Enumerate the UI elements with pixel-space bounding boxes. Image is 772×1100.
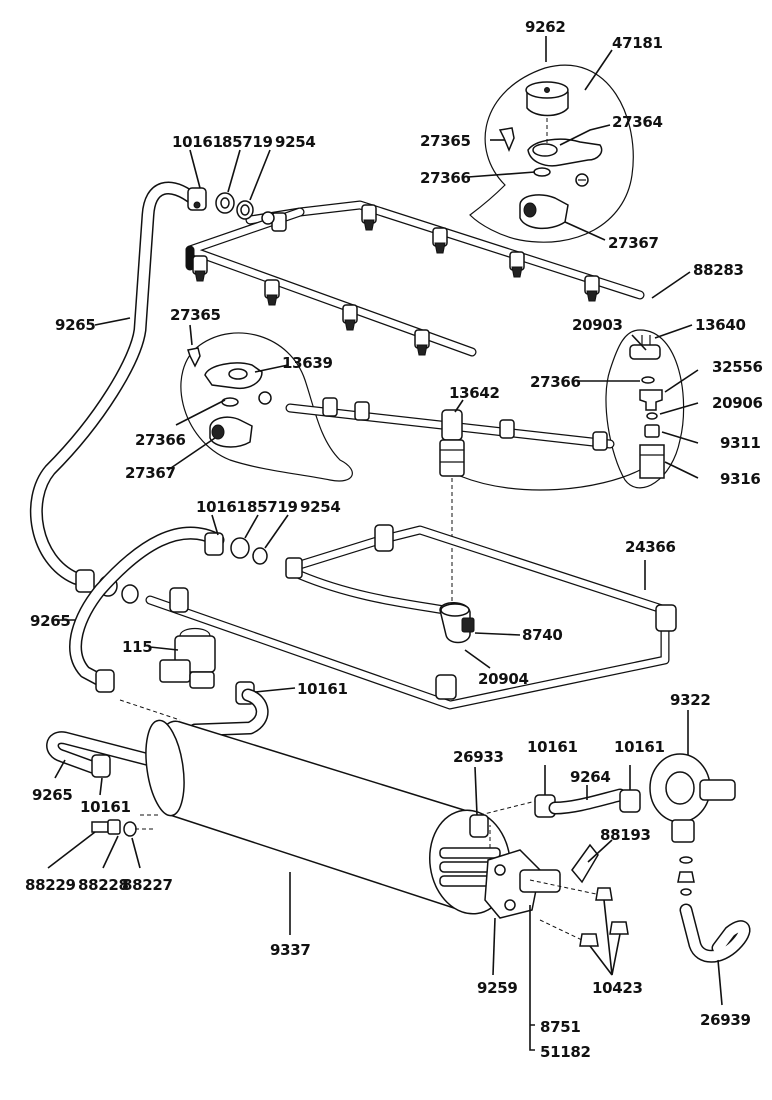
label-10161-f: 10161	[80, 798, 131, 816]
fitting-9316	[639, 444, 665, 479]
leader-lines	[47, 36, 723, 1051]
label-88227: 88227	[122, 876, 173, 894]
label-8751: 8751	[540, 1018, 581, 1036]
label-27366-right: 27366	[530, 373, 581, 391]
boiler-tank-9337	[145, 719, 561, 919]
label-10423: 10423	[592, 979, 643, 997]
detail-balloon-right	[605, 329, 685, 489]
label-10161-e: 10161	[614, 738, 665, 756]
nozzle-32556	[639, 389, 663, 411]
label-32556: 32556	[712, 358, 763, 376]
label-88193: 88193	[600, 826, 651, 844]
o-ring-27366-mid	[221, 397, 239, 407]
label-9265-b: 9265	[30, 612, 71, 630]
label-47181: 47181	[612, 34, 663, 52]
fitting-9311	[644, 424, 660, 438]
label-9254-b: 9254	[300, 498, 341, 516]
bracket-20903	[629, 344, 661, 360]
label-27364: 27364	[612, 113, 663, 131]
label-13642: 13642	[449, 384, 500, 402]
hose-9265-lower	[46, 731, 160, 837]
label-26939: 26939	[700, 1011, 751, 1029]
label-27366-top: 27366	[420, 169, 471, 187]
label-88283: 88283	[693, 261, 744, 279]
label-85719-b: 85719	[247, 498, 298, 516]
bracket-88193	[571, 843, 599, 884]
label-9259: 9259	[477, 979, 518, 997]
label-27365-mid: 27365	[170, 306, 221, 324]
label-20903: 20903	[572, 316, 623, 334]
label-20906: 20906	[712, 394, 763, 412]
label-9254-a: 9254	[275, 133, 316, 151]
label-26933: 26933	[453, 748, 504, 766]
label-10161-c: 10161	[297, 680, 348, 698]
label-9265-a: 9265	[55, 316, 96, 334]
label-27367-mid: 27367	[125, 464, 176, 482]
label-51182: 51182	[540, 1043, 591, 1061]
label-85719-a: 85719	[222, 133, 273, 151]
middle-spray-bar	[285, 397, 641, 615]
label-13639: 13639	[282, 354, 333, 372]
regulator-assembly	[529, 753, 751, 963]
label-115: 115	[122, 638, 152, 656]
label-9337: 9337	[270, 941, 311, 959]
label-20904: 20904	[478, 670, 529, 688]
label-13640: 13640	[695, 316, 746, 334]
clamp-27367-mid	[209, 416, 253, 448]
screw-27365-mid	[187, 347, 201, 368]
label-27367-top: 27367	[608, 234, 659, 252]
upper-spray-manifold	[185, 200, 645, 357]
label-9322: 9322	[670, 691, 711, 709]
detail-balloon-top	[469, 64, 634, 243]
solenoid-valve-115	[119, 627, 269, 737]
lower-tube-assembly	[69, 524, 677, 710]
label-9265-c: 9265	[32, 786, 73, 804]
label-27365-top: 27365	[420, 132, 471, 150]
label-10161-b: 10161	[196, 498, 247, 516]
screw-27365-top	[498, 127, 515, 152]
label-88229: 88229	[25, 876, 76, 894]
label-10161-d: 10161	[527, 738, 578, 756]
detail-balloon-mid	[180, 332, 353, 482]
label-27366-mid: 27366	[135, 431, 186, 449]
label-24366: 24366	[625, 538, 676, 556]
label-88228: 88228	[78, 876, 129, 894]
part-number-labels: 9262 47181 27364 27365 27366 27367 10161…	[25, 18, 763, 1061]
label-10161-a: 10161	[172, 133, 223, 151]
label-9262: 9262	[525, 18, 566, 36]
label-8740: 8740	[522, 626, 563, 644]
label-9311: 9311	[720, 434, 761, 452]
o-ring-27366-top	[533, 167, 551, 177]
label-9316: 9316	[720, 470, 761, 488]
label-9264: 9264	[570, 768, 611, 786]
